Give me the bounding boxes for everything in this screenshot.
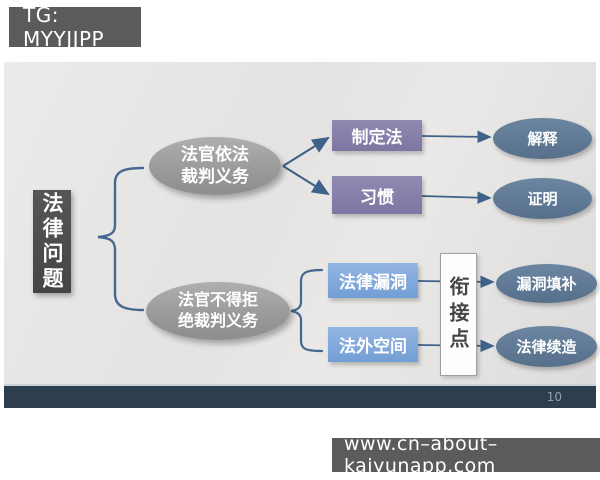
node-judge-no-refusal-label: 法官不得拒 绝裁判义务 [177,290,258,330]
node-judge-duty-label: 法官依法 裁判义务 [181,144,249,187]
box-statute-law: 制定法 [332,120,422,151]
sub-brace [290,268,324,353]
arrow-to-custom [282,165,330,196]
node-judge-duty: 法官依法 裁判义务 [149,137,281,195]
slide-footer-bar: 10 [4,384,596,408]
arrow-custom-proof [421,191,492,204]
main-brace [97,166,145,312]
watermark-bottom-badge: www.cn–about–kaiyunapp.com [332,433,600,477]
ellipse-interpretation: 解释 [493,118,592,159]
connector-lines [97,130,495,353]
ellipse-gap-filling: 漏洞填补 [496,264,597,303]
box-legal-gap: 法律漏洞 [328,263,418,298]
connection-point-box: 衔接点 [440,253,477,376]
page-number: 10 [546,390,562,404]
root-node-legal-problem: 法律问题 [33,190,71,293]
box-extralegal-space: 法外空间 [328,327,418,362]
arrow-statute-interpretation [421,130,492,144]
ellipse-legal-development: 法律续造 [496,326,597,367]
box-custom: 习惯 [332,176,422,214]
watermark-top-badge: TG: MYYJJPP [9,3,141,51]
ellipse-proof: 证明 [493,178,592,219]
slide-canvas: 法律问题 法官依法 裁判义务 制定法 习惯 解释 证明 法官不得拒 绝裁判义务 … [4,62,597,408]
node-judge-no-refusal: 法官不得拒 绝裁判义务 [146,282,290,340]
arrow-to-statute [282,136,330,167]
